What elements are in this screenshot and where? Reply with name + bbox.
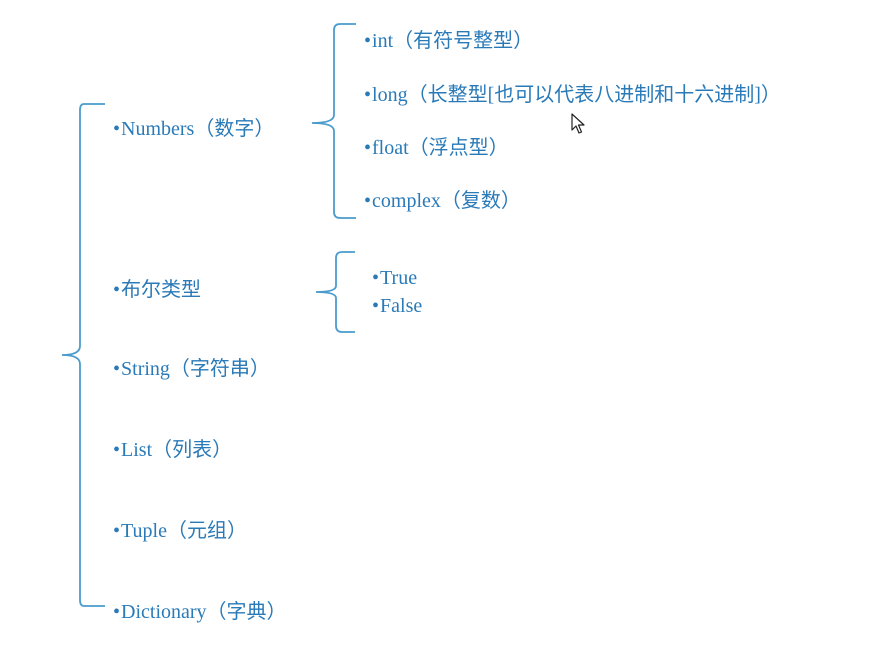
node-float: •float（浮点型） <box>364 137 509 159</box>
bullet: • <box>372 295 380 317</box>
node-false-label: False <box>380 295 423 317</box>
node-tuple-label: Tuple（元组） <box>121 520 247 542</box>
bullet: • <box>113 601 121 623</box>
node-complex-label: complex（复数） <box>372 190 521 212</box>
node-float-label: float（浮点型） <box>372 137 509 159</box>
node-list-label: List（列表） <box>121 439 233 461</box>
node-complex: •complex（复数） <box>364 190 521 212</box>
node-long-label: long（长整型[也可以代表八进制和十六进制]） <box>372 84 781 106</box>
node-true: •True <box>372 267 417 289</box>
bullet: • <box>364 30 372 52</box>
node-true-label: True <box>380 267 418 289</box>
node-false: •False <box>372 295 422 317</box>
bullet: • <box>113 520 121 542</box>
bullet: • <box>364 84 372 106</box>
node-string-label: String（字符串） <box>121 358 270 380</box>
node-int: •int（有符号整型） <box>364 30 533 52</box>
node-numbers: •Numbers（数字） <box>113 118 274 140</box>
node-numbers-label: Numbers（数字） <box>121 118 275 140</box>
node-dictionary: •Dictionary（字典） <box>113 601 287 623</box>
bullet: • <box>113 439 121 461</box>
node-tuple: •Tuple（元组） <box>113 520 247 542</box>
node-bool: •布尔类型 <box>113 279 201 301</box>
bullet: • <box>364 137 372 159</box>
node-dictionary-label: Dictionary（字典） <box>121 601 287 623</box>
bullet: • <box>113 279 121 301</box>
bullet: • <box>113 358 121 380</box>
numbers-brace <box>311 23 356 219</box>
bullet: • <box>372 267 380 289</box>
node-int-label: int（有符号整型） <box>372 30 534 52</box>
bullet: • <box>113 118 121 140</box>
node-string: •String（字符串） <box>113 358 270 380</box>
bool-brace <box>315 251 355 333</box>
mouse-cursor-icon <box>571 113 585 134</box>
node-long: •long（长整型[也可以代表八进制和十六进制]） <box>364 84 781 106</box>
bullet: • <box>364 190 372 212</box>
node-bool-label: 布尔类型 <box>121 279 202 301</box>
node-list: •List（列表） <box>113 439 232 461</box>
root-brace <box>61 103 105 607</box>
